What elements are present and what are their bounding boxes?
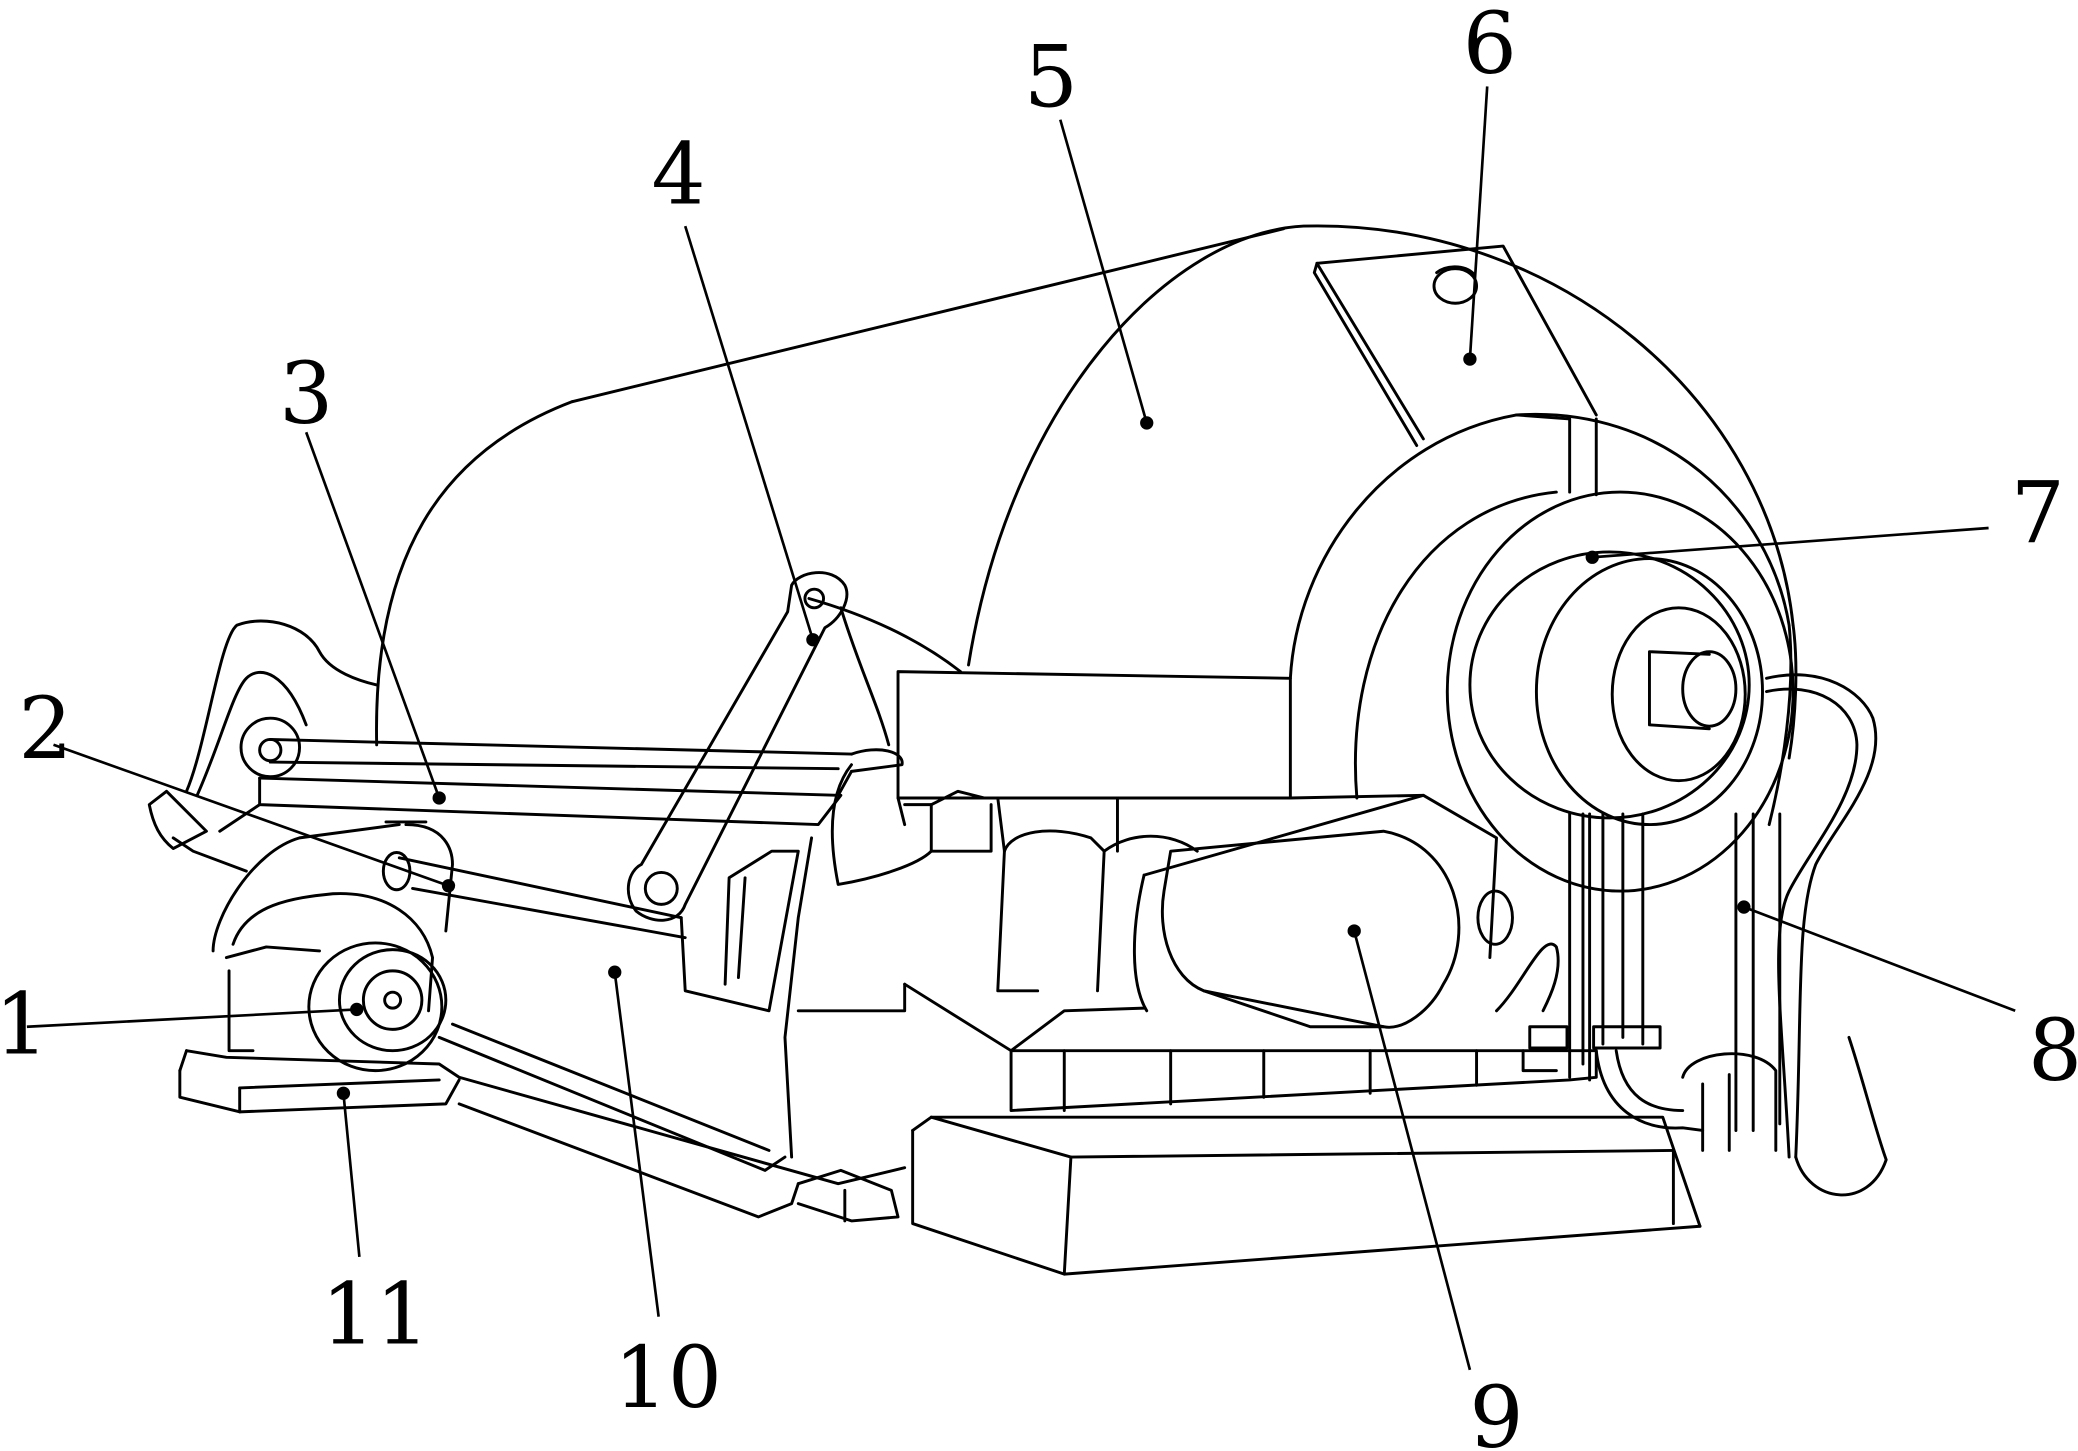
leader-2: [53, 743, 449, 888]
leader-5: [1059, 119, 1149, 424]
callout-label-6: 6: [1463, 0, 1517, 94]
callout-label-5: 5: [1024, 28, 1078, 127]
leader-11: [342, 1093, 361, 1257]
leader-4: [683, 225, 815, 641]
callout-label-4: 4: [651, 125, 705, 224]
callout-label-3: 3: [279, 345, 333, 444]
callout-label-10: 10: [614, 1329, 722, 1428]
base-frame: [178, 1022, 907, 1223]
callout-dots: [336, 352, 1751, 1100]
callout-label-11: 11: [321, 1265, 429, 1364]
callout-label-2: 2: [18, 680, 72, 779]
dot-4: [806, 633, 820, 647]
callout-label-9: 9: [1469, 1369, 1523, 1451]
leader-1: [26, 1008, 357, 1029]
leader-3: [304, 431, 441, 799]
leader-8: [1743, 905, 2016, 1013]
dot-7: [1585, 550, 1599, 564]
leader-6: [1468, 86, 1489, 360]
drum-housing: [375, 224, 1798, 760]
front-hub-assembly: [1288, 412, 1795, 893]
upper-cross-beam: [896, 670, 1425, 853]
dot-10: [608, 965, 622, 979]
side-pipe: [1568, 673, 1888, 1197]
leader-7: [1592, 526, 1989, 559]
dot-5: [1140, 416, 1154, 430]
leader-lines: [26, 86, 2016, 1371]
callout-label-1: 1: [0, 975, 49, 1074]
dot-3: [432, 791, 446, 805]
main-base: [796, 982, 1702, 1276]
leader-9: [1352, 930, 1472, 1371]
callout-label-7: 7: [2011, 465, 2065, 564]
dot-6: [1463, 352, 1477, 366]
left-frame: [147, 619, 933, 1159]
dot-2: [441, 879, 456, 893]
leader-10: [613, 972, 660, 1317]
dot-11: [336, 1086, 351, 1100]
dot-8: [1737, 900, 1751, 914]
dot-9: [1347, 924, 1361, 938]
dot-1: [350, 1002, 364, 1017]
top-mounting-plate: [1312, 244, 1598, 448]
lever-link: [626, 571, 849, 922]
left-pulley: [211, 823, 448, 1073]
callout-label-8: 8: [2028, 1002, 2078, 1101]
motor-belt-guard: [903, 789, 1560, 1029]
